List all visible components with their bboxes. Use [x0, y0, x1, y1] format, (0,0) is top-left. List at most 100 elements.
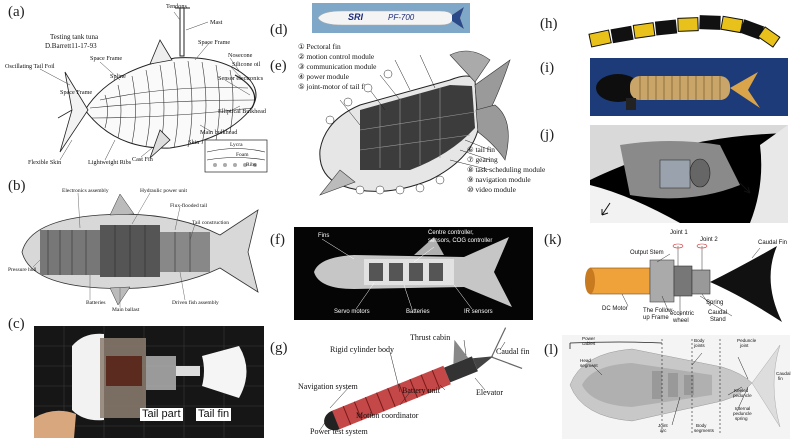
- label-joint-arc-1: Joint: [658, 423, 668, 428]
- legend-item: ④ power module: [298, 72, 349, 81]
- label-motion-coordinator: Motion coordinator: [356, 411, 419, 420]
- tuna-frame-diagram: [39, 7, 268, 173]
- label-caudal-2: fin: [778, 376, 783, 381]
- label-main-bulkhead: Main bulkhead: [200, 129, 238, 136]
- label-spring: Spring: [706, 300, 724, 306]
- label-output-stem: Output Stem: [630, 250, 664, 256]
- label-dc-motor: DC Motor: [602, 306, 628, 312]
- label-servo-motors: Servo motors: [334, 309, 370, 315]
- label-head-1: Head: [580, 358, 591, 363]
- panel-letter-c: (c): [8, 316, 25, 332]
- label-batteries: Batteries: [406, 309, 430, 315]
- label-electronics-assembly: Electronics assembly: [62, 188, 109, 194]
- panel-letter-a: (a): [8, 4, 25, 20]
- label-foam: Foam: [236, 152, 249, 158]
- hull-text-pf700: PF-700: [388, 13, 415, 22]
- label-flexible-skin: Flexible Skin: [28, 159, 62, 166]
- label-joint-2: Joint 2: [700, 237, 718, 243]
- photo-d: SRI PF-700: [312, 3, 470, 33]
- panel-letter-j: (j): [540, 127, 555, 143]
- label-joint-1: Joint 1: [670, 230, 688, 236]
- render-l: [562, 335, 790, 439]
- legend-item: ⑤ joint-motor of tail fin: [298, 82, 370, 91]
- label-battery-unit: Battery unit: [402, 386, 440, 395]
- robotuna-cutaway: [21, 192, 259, 307]
- label-body-joints-2: joints: [694, 343, 705, 348]
- label-lycra: Lycra: [230, 142, 243, 148]
- legend-item: ③ communication module: [298, 62, 377, 71]
- label-internal-1: Internal: [735, 406, 751, 411]
- label-silicone-oil: Silicone oil: [232, 61, 261, 68]
- label-ribs: Ribs: [246, 162, 257, 168]
- panel-letter-e: (e): [270, 58, 287, 74]
- label-tail-fin: Tail fin: [196, 408, 232, 421]
- photo-f: [294, 227, 533, 320]
- label-elevator: Elevator: [476, 388, 504, 397]
- label-follow-up-2: up Frame: [643, 315, 669, 321]
- legend-item: ⑨ navigation module: [467, 175, 531, 184]
- hull-text-sri: SRI: [348, 12, 364, 22]
- label-joint-arc-2: arc: [660, 428, 667, 433]
- label-cast-fin: Cast Fin: [132, 156, 153, 163]
- label-power-2: cables: [582, 341, 596, 346]
- label-pressure-hull: Pressure hull: [8, 267, 37, 273]
- label-main-ballast: Main ballast: [112, 307, 140, 313]
- legend-item: ⑧ task scheduling module: [467, 165, 546, 174]
- panel-letter-g: (g): [270, 340, 288, 356]
- pf700-cutaway: [319, 50, 511, 196]
- panel-letter-l: (l): [544, 342, 559, 358]
- legend-item: ② motion control module: [298, 52, 375, 61]
- label-centre-controller: Centre controller,: [428, 230, 474, 236]
- legend-item: ⑩ video module: [467, 185, 516, 194]
- label-eccentric: eccentric: [670, 311, 695, 317]
- label-flux-flooded-tail: Flux-flooded tail: [170, 203, 208, 209]
- label-tail-part: Tail part: [140, 408, 183, 421]
- label-rigid-cylinder-body: Rigid cylinder body: [330, 345, 394, 354]
- label-oscillating-tail-foil: Oscillating Tail Foil: [5, 63, 55, 70]
- label-caudal-fin: Caudal fin: [496, 347, 530, 356]
- label-mast: Mast: [210, 19, 223, 26]
- label-caudal-stand-1: Caudal: [708, 310, 728, 316]
- label-lightweight-ribs: Lightweight Ribs: [88, 159, 132, 166]
- label-space-frame-1: Space Frame: [198, 39, 231, 46]
- panel-letter-b: (b): [8, 178, 26, 194]
- label-hydraulic-power-unit: Hydraulic power unit: [140, 188, 188, 194]
- cylinder-fish-diagram: [319, 327, 523, 431]
- label-peduncle-1: Peduncle: [737, 338, 757, 343]
- panel-letter-i: (i): [540, 60, 555, 76]
- label-power-test-system: Power test system: [310, 427, 368, 436]
- label-space-frame-2: Space Frame: [90, 55, 123, 62]
- label-caudal-1: Caudal: [776, 371, 791, 376]
- label-spline: Spline: [110, 73, 126, 80]
- label-keeled-1: Keeled: [734, 388, 749, 393]
- label-ir-sensors: IR sensors: [464, 309, 493, 315]
- title-line-2: D.Barrett11-17-93: [45, 42, 97, 50]
- label-elliptical-bulkhead: Elliptical Bulkhead: [218, 108, 266, 115]
- label-keeled-2: peduncle: [733, 393, 752, 398]
- label-sensors-cog: sensors, COG controller: [428, 238, 493, 244]
- label-fins: Fins: [318, 233, 330, 239]
- yellow-segmented-robot: [588, 15, 781, 48]
- label-internal-3: spring: [735, 416, 748, 421]
- label-wheel: wheel: [673, 318, 689, 324]
- label-power-1: Power: [582, 336, 596, 341]
- label-caudal-fin: Caudal Fin: [758, 240, 788, 246]
- panel-letter-f: (f): [270, 232, 285, 248]
- label-space-frame-3: Space Frame: [60, 89, 93, 96]
- label-caudal-stand-2: Stand: [710, 317, 726, 323]
- legend-item: ⑦ gearing: [467, 155, 498, 164]
- label-nosecone: Nosecone: [228, 52, 253, 59]
- legend-item: ① Pectoral fin: [298, 42, 341, 51]
- label-body-segments-1: Body: [696, 423, 707, 428]
- label-follow-up-1: The Follow-: [643, 308, 675, 314]
- label-body-joints-1: Body: [694, 338, 705, 343]
- label-tendons: Tendons: [166, 3, 187, 10]
- render-j: [590, 125, 788, 223]
- label-batteries: Batteries: [86, 300, 106, 306]
- photo-c: [34, 326, 264, 438]
- photo-i: [590, 58, 788, 116]
- label-skin: Skin: [188, 139, 200, 146]
- panel-letter-h: (h): [540, 16, 558, 32]
- label-body-segments-2: segments: [694, 428, 714, 433]
- label-internal-2: peduncle: [733, 411, 752, 416]
